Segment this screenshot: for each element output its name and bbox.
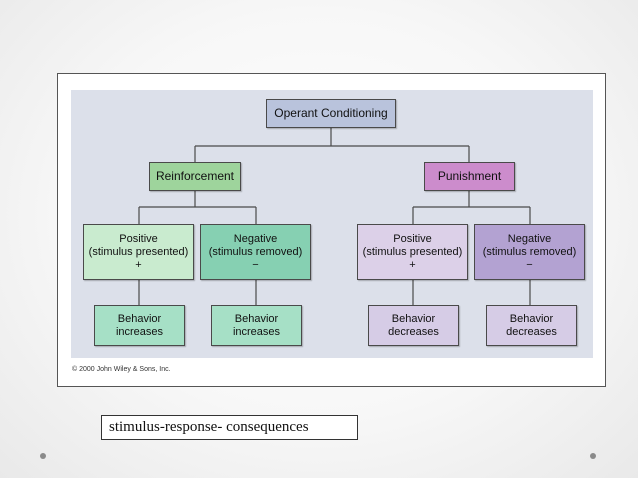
- outcome-label-line2: increases: [232, 325, 281, 338]
- node-reinforcement-positive-title: Positive: [119, 232, 158, 245]
- node-reinforcement-negative-sign: −: [252, 258, 259, 271]
- copyright-note: © 2000 John Wiley & Sons, Inc.: [72, 366, 171, 373]
- node-reinforcement-positive: Positive (stimulus presented) +: [83, 224, 194, 280]
- node-punishment-negative: Negative (stimulus removed) −: [474, 224, 585, 280]
- node-punishment-negative-detail: (stimulus removed): [482, 245, 577, 258]
- node-punishment-negative-sign: −: [526, 258, 533, 271]
- outcome-label-line1: Behavior: [117, 312, 162, 325]
- node-reinforcement: Reinforcement: [149, 162, 241, 191]
- node-punishment-positive: Positive (stimulus presented) +: [357, 224, 468, 280]
- node-punishment-negative-outcome: Behavior decreases: [486, 305, 577, 346]
- node-operant-conditioning: Operant Conditioning: [266, 99, 396, 128]
- outcome-label-line2: increases: [115, 325, 164, 338]
- decorative-dot-left: [40, 453, 46, 459]
- outcome-label-line2: decreases: [506, 325, 557, 338]
- node-reinforcement-positive-detail: (stimulus presented): [88, 245, 189, 258]
- caption-text: stimulus-response- consequences: [101, 415, 358, 440]
- decorative-dot-right: [590, 453, 596, 459]
- node-operant-conditioning-label: Operant Conditioning: [274, 106, 388, 120]
- node-punishment: Punishment: [424, 162, 515, 191]
- node-reinforcement-negative-outcome: Behavior increases: [211, 305, 302, 346]
- outcome-label-line2: decreases: [388, 325, 439, 338]
- node-punishment-positive-outcome: Behavior decreases: [368, 305, 459, 346]
- node-reinforcement-negative-title: Negative: [233, 232, 278, 245]
- node-reinforcement-positive-outcome: Behavior increases: [94, 305, 185, 346]
- node-punishment-positive-detail: (stimulus presented): [362, 245, 463, 258]
- node-punishment-negative-title: Negative: [507, 232, 552, 245]
- node-punishment-positive-title: Positive: [393, 232, 432, 245]
- node-reinforcement-negative-detail: (stimulus removed): [208, 245, 303, 258]
- outcome-label-line1: Behavior: [391, 312, 436, 325]
- outcome-label-line1: Behavior: [509, 312, 554, 325]
- outcome-label-line1: Behavior: [234, 312, 279, 325]
- node-reinforcement-positive-sign: +: [135, 258, 142, 271]
- node-punishment-label: Punishment: [437, 169, 502, 183]
- node-reinforcement-negative: Negative (stimulus removed) −: [200, 224, 311, 280]
- node-reinforcement-label: Reinforcement: [155, 169, 235, 183]
- node-punishment-positive-sign: +: [409, 258, 416, 271]
